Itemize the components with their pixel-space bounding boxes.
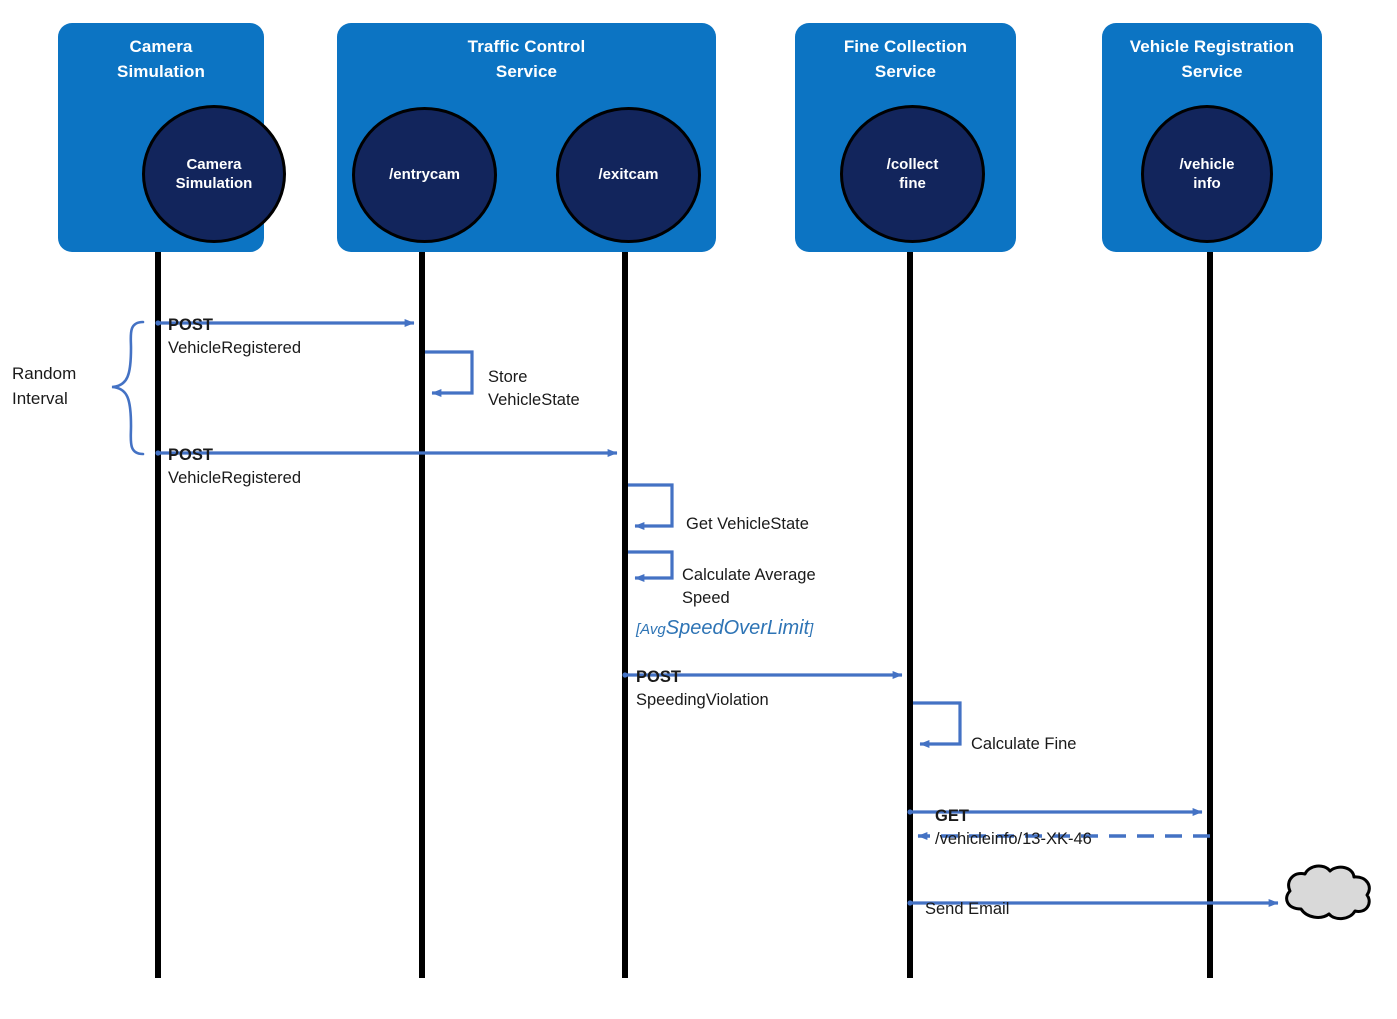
participant-fine-collection-service[interactable]: Fine Collection Service /collect fine: [795, 23, 1016, 252]
message-text: Calculate Average Speed: [682, 566, 816, 607]
message-label-m1: POST VehicleRegistered: [168, 292, 301, 359]
lifelines: [155, 218, 1213, 978]
endpoint-vehicleinfo[interactable]: /vehicle info: [1141, 105, 1273, 243]
participant-traffic-control-service[interactable]: Traffic Control Service /entrycam /exitc…: [337, 23, 716, 252]
selfcall-get-vehiclestate: [628, 483, 674, 530]
guard-condition-avgspeedoverlimit: [AvgSpeedOverLimit]: [636, 618, 813, 638]
message-text: Send Email: [925, 900, 1010, 919]
random-interval-label: Random Interval: [12, 364, 77, 408]
endpoint-label: Camera Simulation: [175, 155, 253, 193]
message-text: Store VehicleState: [488, 368, 580, 409]
message-verb: POST: [168, 316, 213, 335]
message-text: /vehicleinfo/13-XK-46: [935, 829, 1092, 848]
message-verb: POST: [168, 446, 213, 465]
message-verb: POST: [636, 668, 681, 687]
message-label-m7: Calculate Fine: [971, 711, 1076, 756]
message-text: VehicleRegistered: [168, 468, 301, 487]
endpoint-collectfine[interactable]: /collect fine: [840, 105, 985, 243]
message-text: Get VehicleState: [686, 515, 809, 534]
guard-prefix: [Avg: [636, 621, 666, 638]
participant-title: Camera Simulation: [117, 37, 205, 81]
guard-suffix: ]: [809, 621, 814, 638]
endpoint-camera-simulation[interactable]: Camera Simulation: [142, 105, 286, 243]
participant-camera-simulation[interactable]: Camera Simulation Camera Simulation: [58, 23, 286, 252]
message-label-m3: POST VehicleRegistered: [168, 422, 301, 489]
endpoint-label: /collect fine: [886, 155, 939, 193]
message-label-m4: Get VehicleState: [686, 491, 809, 536]
message-text: SpeedingViolation: [636, 690, 769, 709]
participant-title: Fine Collection Service: [843, 37, 968, 81]
guard-main: SpeedOverLimit: [665, 617, 810, 639]
participant-title: Vehicle Registration Service: [1129, 37, 1295, 81]
cloud-icon: [1285, 864, 1371, 920]
random-interval-brace: [111, 320, 145, 456]
message-text: Calculate Fine: [971, 735, 1077, 754]
message-text: VehicleRegistered: [168, 338, 301, 357]
message-label-m2: Store VehicleState: [488, 344, 580, 411]
participant-vehicle-registration-service[interactable]: Vehicle Registration Service /vehicle in…: [1102, 23, 1322, 252]
endpoint-label: /exitcam: [598, 166, 659, 184]
endpoint-label: /entrycam: [389, 166, 460, 184]
endpoint-entrycam[interactable]: /entrycam: [352, 107, 497, 243]
message-label-m6: POST SpeedingViolation: [636, 644, 769, 711]
endpoint-label: /vehicle info: [1179, 155, 1235, 193]
selfcall-calculate-average-speed: [628, 550, 674, 582]
message-label-m5: Calculate Average Speed: [682, 542, 816, 609]
message-verb: GET: [935, 807, 969, 826]
endpoint-exitcam[interactable]: /exitcam: [556, 107, 701, 243]
selfcall-store-vehiclestate: [425, 350, 474, 397]
participant-title: Traffic Control Service: [467, 37, 586, 81]
message-label-m10: Send Email: [925, 876, 1009, 921]
selfcall-calculate-fine: [913, 701, 962, 748]
message-label-m8: GET /vehicleinfo/13-XK-46: [935, 783, 1092, 850]
